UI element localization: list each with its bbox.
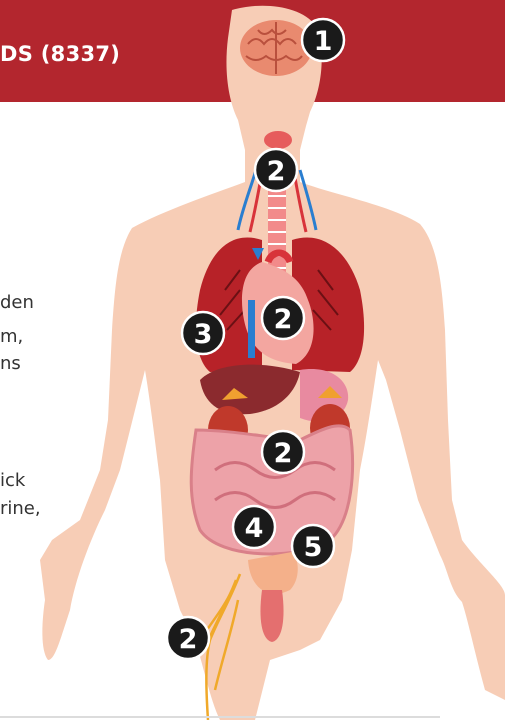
svg-text:4: 4 [245,513,264,544]
marker-5-bladder: 5 [292,525,334,567]
marker-4-intestines: 4 [233,506,275,548]
marker-3-lungs: 3 [182,312,224,354]
svg-text:2: 2 [267,156,286,187]
svg-text:2: 2 [274,438,293,469]
marker-2-heart: 2 [262,297,304,339]
svg-text:3: 3 [194,319,213,350]
svg-text:2: 2 [274,304,293,335]
marker-2-neck: 2 [255,149,297,191]
marker-2-abdomen: 2 [262,431,304,473]
brain-organ [240,20,312,76]
bottom-divider [0,716,440,718]
svg-text:1: 1 [314,26,333,57]
marker-1: 1 [302,19,344,61]
marker-2-leg: 2 [167,617,209,659]
svg-text:2: 2 [179,624,198,655]
svg-text:5: 5 [304,532,323,563]
